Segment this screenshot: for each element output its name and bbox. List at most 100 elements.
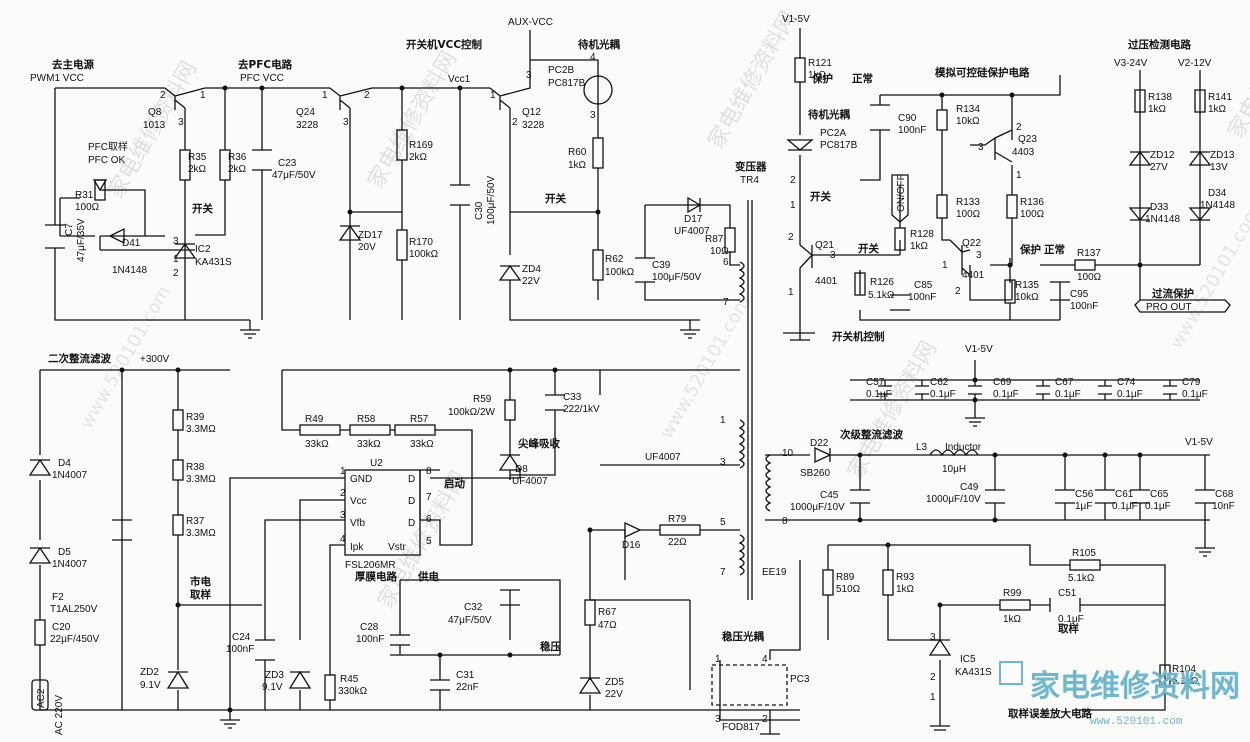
ref-r37: R37 (186, 516, 205, 527)
label-mains-2: 取样 (190, 588, 211, 601)
zener-zd2 (166, 670, 190, 689)
val-zd12: 27V (1150, 162, 1168, 173)
resistor-r126 (854, 272, 866, 296)
val-r62: 100kΩ (605, 267, 635, 278)
svg-text:3: 3 (173, 236, 179, 247)
val-c57: 0.1μF (866, 389, 892, 400)
resistor-r87 (724, 227, 736, 253)
ref-d34: D34 (1208, 188, 1227, 199)
val-zd3: 9.1V (262, 682, 283, 693)
diode-d8 (498, 453, 522, 471)
val-zd4: 22V (522, 276, 540, 287)
val-r133: 100Ω (956, 209, 981, 220)
val-c20: 22μF/450V (50, 634, 99, 645)
ref-l3: L3 (916, 442, 928, 453)
val-c7: 47μF/35V (76, 218, 87, 262)
ref-c39: C39 (652, 260, 671, 271)
ref-r126: R126 (870, 277, 894, 288)
ref-r67: R67 (598, 607, 617, 618)
svg-text:2: 2 (930, 672, 936, 683)
resistor-r99 (999, 599, 1031, 611)
capacitor-c39 (635, 257, 655, 283)
label-startup: 启动 (444, 477, 465, 490)
svg-text:3: 3 (720, 457, 726, 468)
ref-d8: D8 (515, 464, 528, 475)
ref-pc2b: PC2B (548, 65, 574, 76)
resistor-r93 (882, 569, 894, 596)
resistor-r134 (936, 109, 948, 131)
svg-text:3: 3 (976, 250, 982, 261)
val-r39: 3.3MΩ (186, 424, 216, 435)
val-r121: 1kΩ (808, 70, 827, 81)
opto-pc2a (786, 139, 814, 151)
ref-r49: R49 (305, 414, 324, 425)
ref-d16: D16 (622, 540, 641, 551)
val-d33: 1N4148 (1145, 214, 1180, 225)
svg-text:2: 2 (160, 90, 166, 101)
val-c62: 0.1μF (930, 389, 956, 400)
transistor-q12 (489, 72, 531, 110)
ref-d17: D17 (684, 214, 703, 225)
ground-symbols (220, 320, 1215, 735)
val-c28: 100nF (356, 634, 384, 645)
u2-pin-labels: GND Vcc Vfb Ipk D D D Vstr (350, 474, 415, 553)
val-c74: 0.1μF (1117, 389, 1143, 400)
val-d34: 1N4148 (1200, 200, 1235, 211)
label-error-amp: 取样误差放大电路 (1008, 707, 1092, 720)
svg-text:1: 1 (340, 466, 346, 477)
ref-c49: C49 (960, 482, 979, 493)
val-q12: 3228 (522, 120, 545, 131)
ref-r36: R36 (228, 152, 247, 163)
ref-r141: R141 (1208, 92, 1232, 103)
label-main-power: 去主电源 (52, 58, 94, 71)
label-pwm1-vcc: PWM1 VCC (30, 73, 84, 84)
label-pro-out: PRO OUT (1146, 302, 1192, 313)
val-c33: 222/1kV (563, 404, 600, 415)
svg-text:2: 2 (173, 268, 179, 279)
svg-text:1: 1 (715, 654, 721, 665)
ref-r89: R89 (836, 572, 855, 583)
val-zd2: 9.1V (140, 680, 161, 691)
val-r169: 2kΩ (409, 152, 428, 163)
resistor-r59 (504, 399, 516, 421)
val-r35: 2kΩ (188, 164, 207, 175)
resistor-r35 (179, 149, 191, 181)
capacitor-c95 (1050, 281, 1070, 301)
ref-zd13: ZD13 (1210, 150, 1235, 161)
val-c61: 0.1μF (1112, 501, 1138, 512)
u2-pin-d6: D (408, 518, 415, 529)
capacitor-c30 (450, 184, 470, 206)
u2-pin-vcc: Vcc (350, 496, 367, 507)
svg-text:3: 3 (178, 117, 184, 128)
diode-d5 (28, 546, 52, 564)
capacitor-c33 (545, 394, 565, 411)
ref-zd12: ZD12 (1150, 150, 1175, 161)
svg-text:2: 2 (1016, 122, 1022, 133)
ref-r58: R58 (357, 414, 376, 425)
diode-d16 (624, 521, 642, 539)
label-switch-3: 开关 (810, 190, 831, 203)
transistor-q8 (164, 87, 206, 110)
val-r128: 1kΩ (910, 241, 929, 252)
ref-c85: C85 (914, 280, 933, 291)
ref-c69: C69 (993, 377, 1012, 388)
ref-c33: C33 (563, 392, 582, 403)
label-supply: 供电 (417, 570, 439, 583)
svg-text:1: 1 (930, 692, 936, 703)
val-d22: SB260 (800, 468, 830, 479)
capacitor-c49 (985, 489, 1005, 504)
diode-d22 (814, 446, 832, 464)
svg-text:2: 2 (788, 232, 794, 243)
val-r141: 1kΩ (1208, 104, 1227, 115)
svg-text:1: 1 (173, 254, 179, 265)
ref-ic2: IC2 (195, 244, 211, 255)
val-r58: 33kΩ (357, 439, 381, 450)
val-r59: 100kΩ/2W (448, 407, 496, 418)
label-protect: 保护 (811, 72, 833, 85)
capacitor-c65 (1130, 489, 1150, 504)
ref-q21: Q21 (815, 240, 834, 251)
logo-text: 家电维修资料网 (1030, 669, 1240, 704)
val-c30: 100μF/50V (486, 176, 497, 225)
ref-r137: R137 (1077, 248, 1101, 259)
